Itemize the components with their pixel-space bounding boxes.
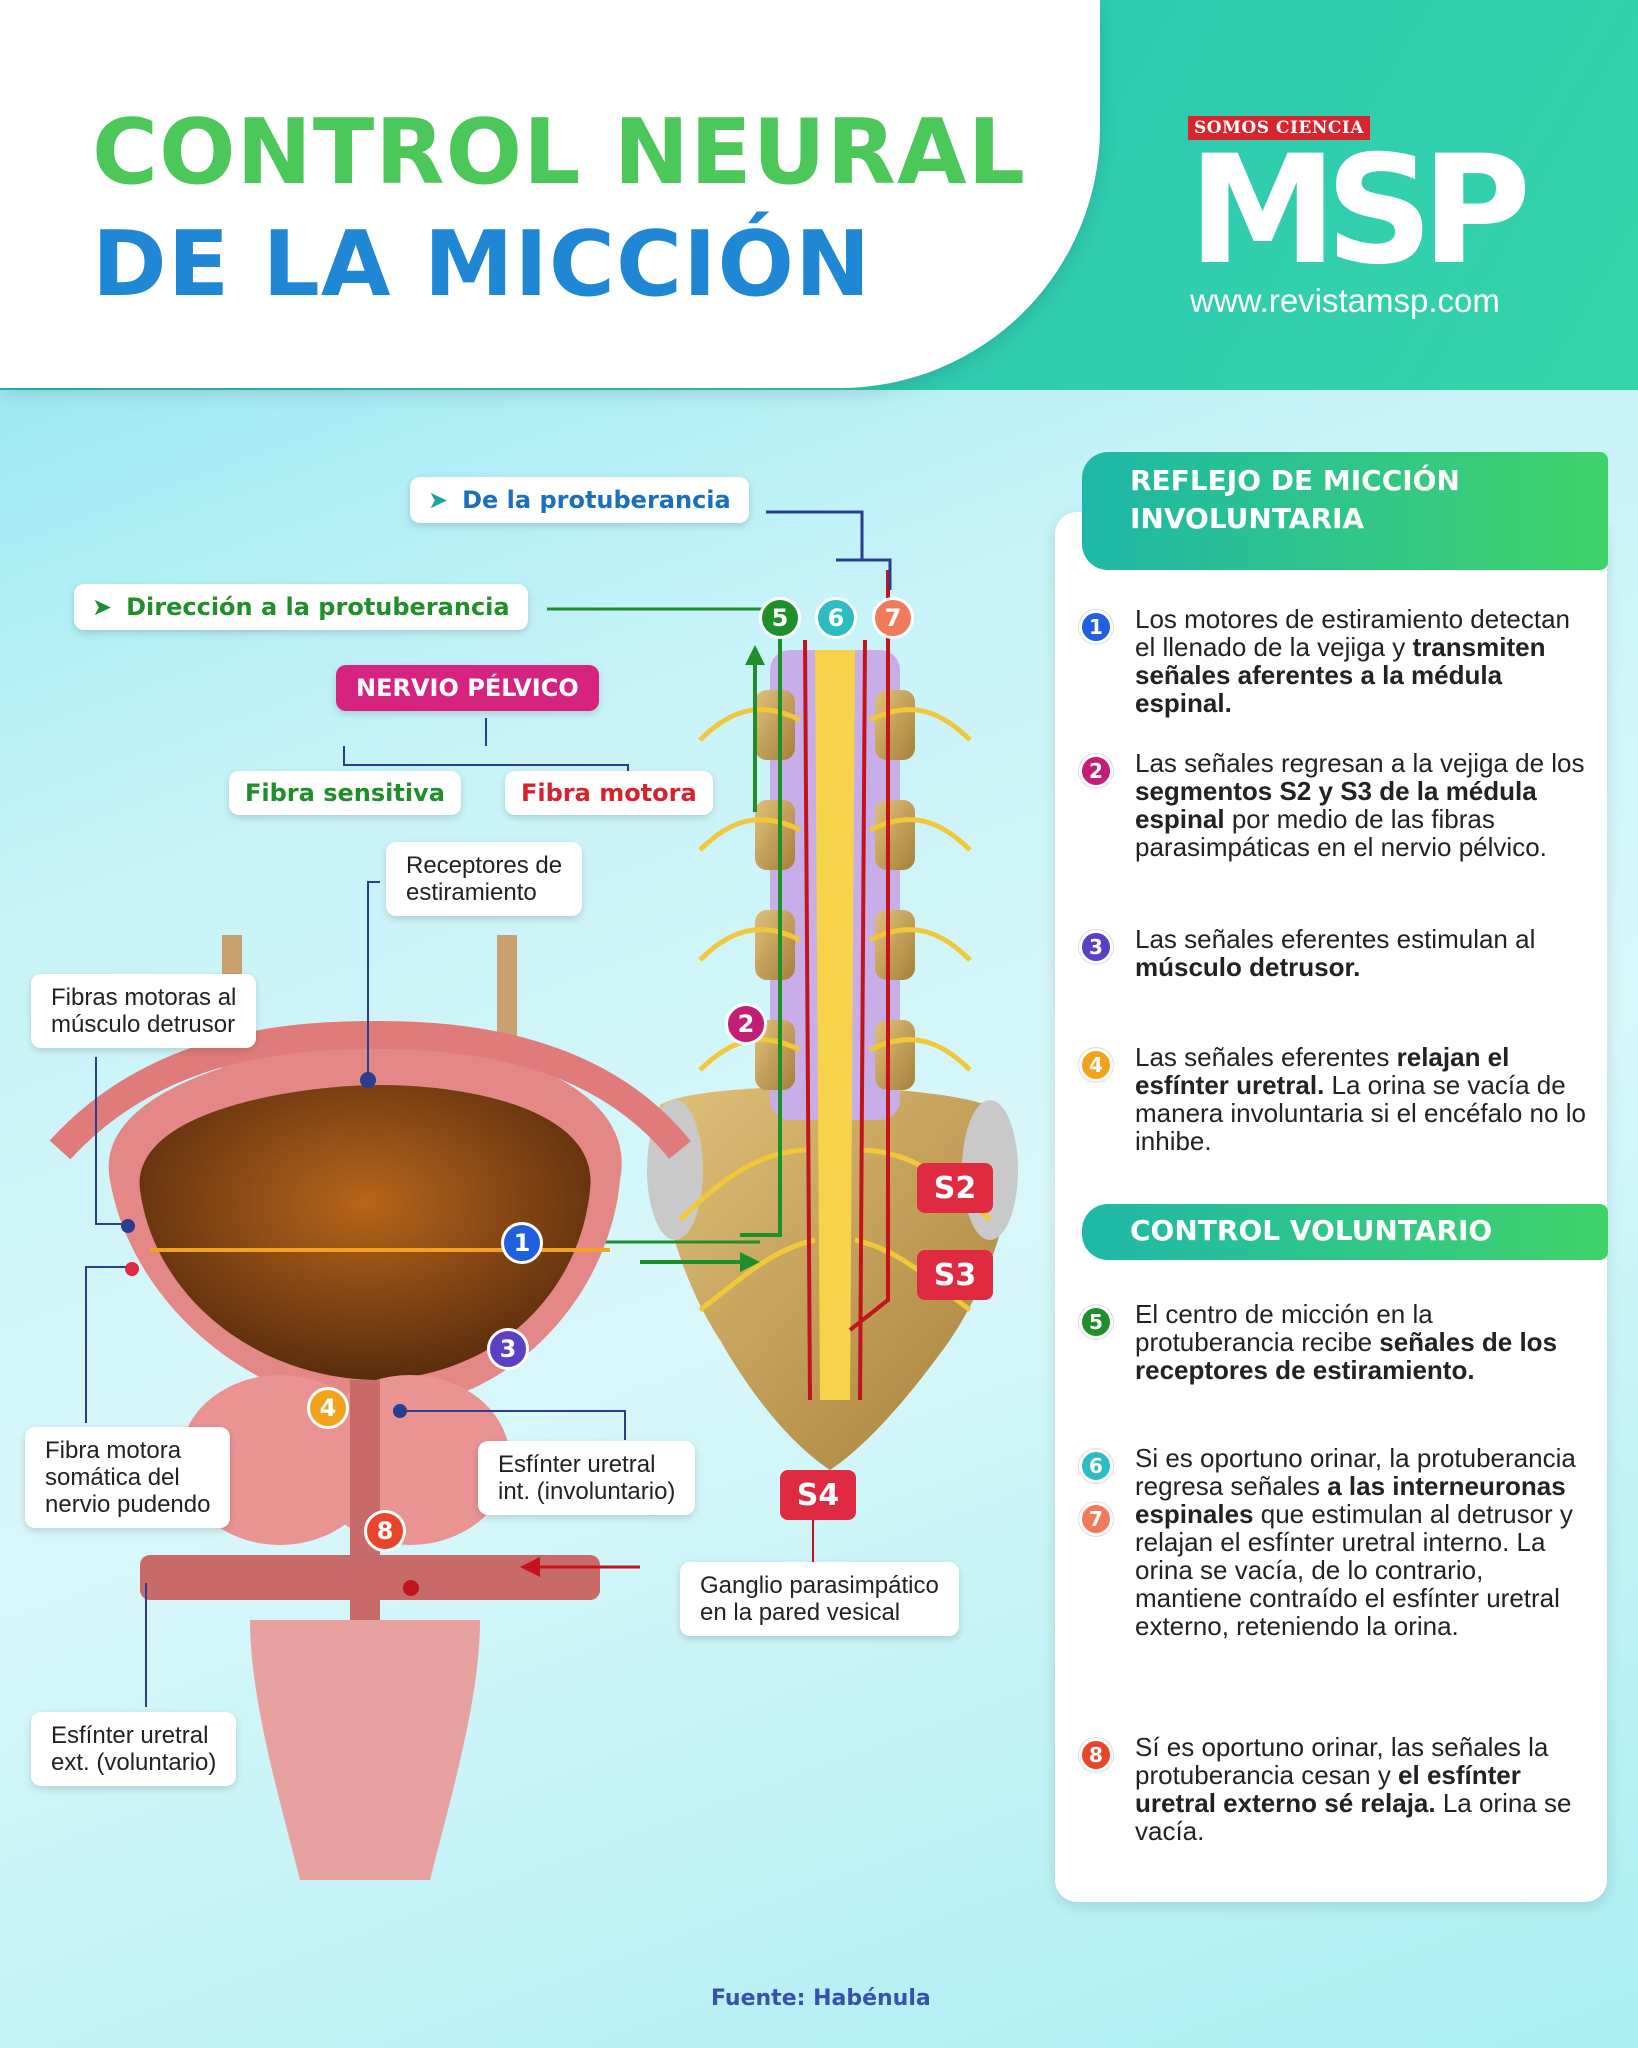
item-5: El centro de micción en la protuberancia… xyxy=(1135,1300,1595,1384)
bladder-urine xyxy=(139,1085,591,1380)
title-panel: CONTROL NEURAL DE LA MICCIÓN xyxy=(0,0,1100,388)
item-bold-text: señales de los receptores de estiramient… xyxy=(1135,1327,1558,1385)
segment-s2: S2 xyxy=(917,1163,993,1213)
item-marker-7: 7 xyxy=(1079,1502,1113,1536)
section-head-involuntaria: REFLEJO DE MICCIÓN INVOLUNTARIA xyxy=(1082,452,1608,570)
item-2: Las señales regresan a la vejiga de los … xyxy=(1135,749,1595,861)
item-text: que estimulan al detrusor y relajan el e… xyxy=(1135,1499,1573,1641)
label-direccion-protuberancia: ➤ Dirección a la protuberancia xyxy=(74,584,528,630)
item-marker-8: 8 xyxy=(1079,1738,1113,1772)
item-bold-text: el esfínter uretral externo sé relaja. xyxy=(1135,1760,1521,1818)
item-marker-6: 6 xyxy=(1079,1449,1113,1483)
item-marker-4: 4 xyxy=(1079,1048,1113,1082)
title-line-1: CONTROL NEURAL xyxy=(92,100,1026,205)
label-fibra-sensitiva: Fibra sensitiva xyxy=(229,771,461,815)
marker-1: 1 xyxy=(501,1222,543,1264)
item-text: Los motores de estiramiento detectan el … xyxy=(1135,604,1571,662)
section-head-voluntario: CONTROL VOLUNTARIO xyxy=(1082,1204,1608,1260)
msp-logo[interactable]: SOMOS CIENCIA MSP www.revistamsp.com xyxy=(1188,116,1568,326)
item-text: Las señales regresan a la vejiga de los xyxy=(1135,748,1585,778)
item-marker-2: 2 xyxy=(1079,754,1113,788)
logo-brand: MSP xyxy=(1188,124,1531,298)
marker-7: 7 xyxy=(872,597,914,639)
marker-5: 5 xyxy=(759,597,801,639)
item-bold-text: segmentos S2 y S3 de la médula espinal xyxy=(1135,776,1537,834)
item-text: El centro de micción en la protuberancia… xyxy=(1135,1299,1433,1357)
item-8: Sí es oportuno orinar, las señales la pr… xyxy=(1135,1733,1595,1845)
logo-tag: SOMOS CIENCIA xyxy=(1188,116,1371,140)
explanation-panel: REFLEJO DE MICCIÓN INVOLUNTARIA 1 Los mo… xyxy=(1055,452,1608,1902)
item-marker-5: 5 xyxy=(1079,1305,1113,1339)
item-bold-text: transmiten señales aferentes a la médula… xyxy=(1135,632,1546,718)
label-de-protuberancia: ➤ De la protuberancia xyxy=(410,477,749,523)
item-bold-text: a las interneuronas espinales xyxy=(1135,1471,1566,1529)
item-text: Sí es oportuno orinar, las señales la pr… xyxy=(1135,1732,1549,1790)
arrow-right-icon: ➤ xyxy=(92,593,113,621)
segment-s3: S3 xyxy=(917,1250,993,1300)
item-text: La orina se vacía de manera involuntaria… xyxy=(1135,1070,1586,1156)
item-text: Las señales eferentes estimulan al xyxy=(1135,924,1536,954)
source-credit: Fuente: Habénula xyxy=(711,1986,931,2011)
item-text: Las señales eferentes xyxy=(1135,1042,1397,1072)
item-bold-text: músculo detrusor. xyxy=(1135,952,1361,982)
item-1: Los motores de estiramiento detectan el … xyxy=(1135,605,1595,717)
item-text: por medio de las fibras parasimpáticas e… xyxy=(1135,804,1547,862)
marker-3: 3 xyxy=(487,1328,529,1370)
item-marker-1: 1 xyxy=(1079,610,1113,644)
label-nervio-pelvico: NERVIO PÉLVICO xyxy=(336,665,599,711)
marker-4: 4 xyxy=(307,1387,349,1429)
item-text: La orina se vacía. xyxy=(1135,1788,1572,1846)
item-3: Las señales eferentes estimulan al múscu… xyxy=(1135,925,1595,981)
item-text: Si es oportuno orinar, la protuberancia … xyxy=(1135,1443,1576,1501)
logo-url[interactable]: www.revistamsp.com xyxy=(1190,282,1500,319)
arrow-right-icon: ➤ xyxy=(428,486,449,514)
label-fibra-motora: Fibra motora xyxy=(505,771,713,815)
item-6: Si es oportuno orinar, la protuberancia … xyxy=(1135,1444,1595,1640)
item-4: Las señales eferentes relajan el esfínte… xyxy=(1135,1043,1595,1155)
item-marker-3: 3 xyxy=(1079,930,1113,964)
marker-8: 8 xyxy=(364,1510,406,1552)
spinal-cord xyxy=(815,650,855,1400)
title-line-2: DE LA MICCIÓN xyxy=(92,212,872,317)
marker-2: 2 xyxy=(725,1003,767,1045)
marker-6: 6 xyxy=(815,597,857,639)
segment-s4: S4 xyxy=(780,1470,856,1520)
item-bold-text: relajan el esfínter uretral. xyxy=(1135,1042,1510,1100)
